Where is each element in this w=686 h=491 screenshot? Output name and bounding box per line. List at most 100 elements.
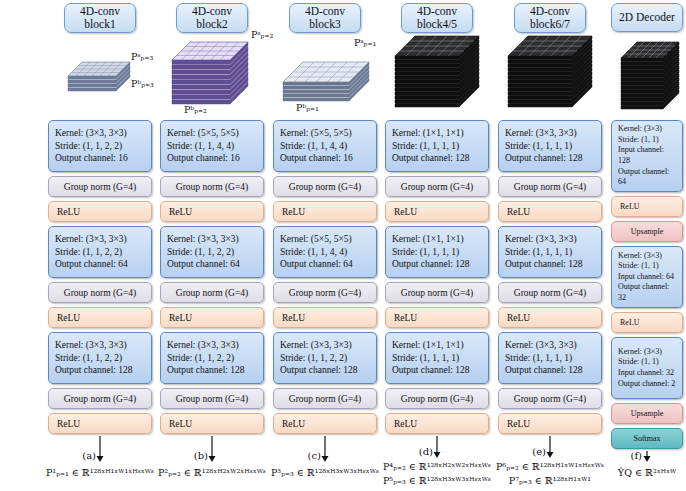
group-norm-box: Group norm (G=4) <box>385 388 489 409</box>
box-text: Stride: (1, 1) <box>618 261 676 272</box>
conv-layer-box: Kernel: (3×3)Stride: (1, 1)Input channel… <box>611 120 683 192</box>
box-text: Stride: (1, 1, 4, 4) <box>280 246 370 259</box>
tensor-plate-edge <box>508 92 572 95</box>
tensor-plate-edge <box>395 60 459 63</box>
relu-box: ReLU <box>611 312 683 333</box>
box-text: Input channel: 64 <box>618 272 676 283</box>
box-text: Group norm (G=4) <box>53 288 147 298</box>
tensor-grid <box>518 46 582 47</box>
box-text: Stride: (1, 1, 1, 1) <box>505 140 595 153</box>
tensor-plate <box>508 36 592 56</box>
box-text: Group norm (G=4) <box>53 394 147 404</box>
tensor-plate-edge <box>621 78 663 81</box>
tensor-plate-edge <box>395 76 459 79</box>
box-text: Output channel: 16 <box>55 152 145 165</box>
block-header: 4D-conv block3 <box>289 3 361 33</box>
tensor-plate-edge <box>621 62 663 65</box>
box-text: Output channel: 64 <box>55 258 145 271</box>
relu-box: ReLU <box>273 413 377 434</box>
tensor-plate-edge <box>621 90 663 93</box>
conv-layer-box: Kernel: (3×3, 3×3)Stride: (1, 1, 2, 2)Ou… <box>273 332 377 384</box>
box-text: 4D-conv block2 <box>180 5 244 31</box>
tensor-plate-edge <box>621 98 663 101</box>
upsample-box: Upsample <box>611 221 683 242</box>
tensor-plate-edge <box>283 90 349 93</box>
tensor-plate-edge <box>621 66 663 69</box>
box-text: Output channel: 16 <box>167 152 257 165</box>
box-text: Kernel: (5×5, 5×5) <box>280 233 370 246</box>
conv-layer-box: Kernel: (3×3, 3×3)Stride: (1, 1, 2, 2)Ou… <box>48 332 152 384</box>
conv-layer-box: Kernel: (5×5, 5×5)Stride: (1, 1, 4, 4)Ou… <box>273 226 377 278</box>
tensor-plate-edge <box>283 86 349 89</box>
box-text: ReLU <box>394 419 480 429</box>
tensor-plate-edge <box>508 100 572 103</box>
tensor-plate-edge <box>508 72 572 75</box>
tensor-grid <box>633 46 675 47</box>
conv-layer-box: Kernel: (3×3, 3×3)Stride: (1, 1, 2, 2)Ou… <box>160 226 264 278</box>
group-norm-box: Group norm (G=4) <box>385 176 489 197</box>
box-text: Stride: (1, 1, 2, 2) <box>55 352 145 365</box>
tensor-plate-edge <box>395 68 459 71</box>
tensor-plate-edge <box>172 70 230 74</box>
panel-letter: (c) <box>308 450 321 462</box>
block-header: 4D-conv block1 <box>64 3 136 33</box>
tensor-grid <box>629 50 671 51</box>
tensor-plate-edge <box>395 80 459 83</box>
tensor-plate-edge <box>395 96 459 99</box>
box-text: Output channel: 64 <box>167 258 257 271</box>
tensor-plate-edge <box>508 60 572 63</box>
group-norm-box: Group norm (G=4) <box>385 282 489 303</box>
tensor-plate-edge <box>172 80 230 84</box>
tensor-plate-edge <box>172 60 230 64</box>
tensor-plate-edge <box>508 96 572 99</box>
tensor-grid <box>75 69 123 70</box>
group-norm-box: Group norm (G=4) <box>273 176 377 197</box>
conv-layer-box: Kernel: (1×1, 1×1)Stride: (1, 1, 1, 1)Ou… <box>385 226 489 278</box>
box-text: Input channel: 32 <box>618 368 676 379</box>
block-header: 4D-conv block4/5 <box>401 3 473 33</box>
panel-letter: (f) <box>630 450 642 462</box>
relu-box: ReLU <box>611 196 683 217</box>
tensor-plate-edge <box>395 64 459 67</box>
tensor-grid <box>72 72 120 73</box>
tensor-plate-edge <box>172 90 230 94</box>
block-header: 2D Decoder <box>611 3 683 32</box>
panel-letter: (b) <box>194 450 208 462</box>
upsample-box: Upsample <box>611 403 683 424</box>
tensor-plate-edge <box>172 75 230 79</box>
arrow-head <box>547 452 554 458</box>
tensor-plate-edge <box>283 98 349 101</box>
tensor-plate-edge <box>508 88 572 91</box>
box-text: Upsample <box>616 409 678 418</box>
box-text: Upsample <box>616 227 678 236</box>
conv-layer-box: Kernel: (5×5, 5×5)Stride: (1, 1, 4, 4)Ou… <box>273 120 377 172</box>
arrow-head <box>434 452 441 458</box>
box-text: Stride: (1, 1, 1, 1) <box>392 246 482 259</box>
tensor-grid <box>79 65 127 66</box>
group-norm-box: Group norm (G=4) <box>273 388 377 409</box>
relu-box: ReLU <box>48 307 152 328</box>
box-text: ReLU <box>169 419 255 429</box>
tensor-grid <box>186 46 244 47</box>
tensor-plate-edge <box>283 94 349 97</box>
tensor-plate-edge <box>621 74 663 77</box>
box-text: 4D-conv block3 <box>293 5 357 31</box>
tensor-plate-edge <box>621 58 663 61</box>
tensor-label: Pˢₚ₌₃ <box>131 52 153 63</box>
output-arrow <box>549 436 550 453</box>
relu-box: ReLU <box>48 201 152 222</box>
tensor-grid <box>177 55 235 56</box>
tensor-plate <box>283 62 369 82</box>
tensor-plate <box>395 36 479 56</box>
tensor-plate-edge <box>508 68 572 71</box>
box-text: Kernel: (3×3) <box>618 124 676 135</box>
group-norm-box: Group norm (G=4) <box>498 282 602 303</box>
relu-box: ReLU <box>385 201 489 222</box>
box-text: Group norm (G=4) <box>503 288 597 298</box>
box-text: Group norm (G=4) <box>278 288 372 298</box>
box-text: 2D Decoder <box>615 11 679 24</box>
box-text: ReLU <box>282 207 368 217</box>
tensor-plate-edge <box>172 95 230 99</box>
tensor-plate <box>621 42 679 58</box>
